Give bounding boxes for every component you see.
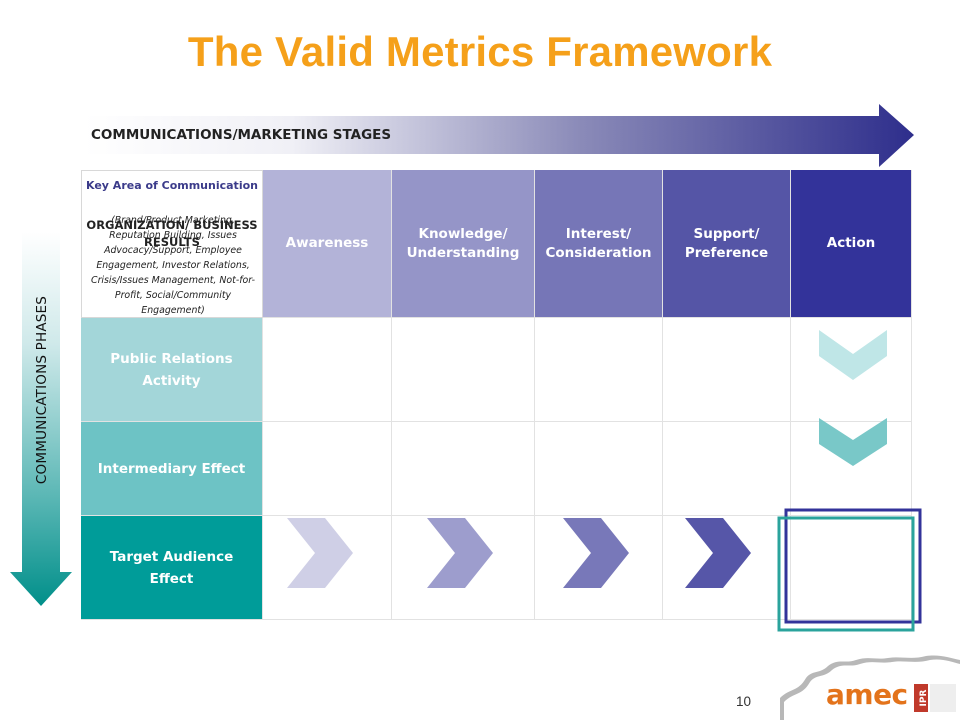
grid-cell xyxy=(263,318,392,422)
chevron-right-shape xyxy=(563,518,629,588)
grid-cell xyxy=(263,422,392,516)
phase-label: Target Audience Effect xyxy=(109,548,234,587)
organization-results-text: ORGANIZATION/ BUSINESS RESULTS xyxy=(86,218,258,249)
ipr-badge-text: IPR xyxy=(919,689,929,706)
phase-label: Intermediary Effect xyxy=(97,460,246,477)
chevron-down-shape xyxy=(819,418,887,466)
chevron-right-icon xyxy=(427,518,493,588)
stage-label: Interest/ Consideration xyxy=(545,225,652,261)
phase-row-pr-activity: Public Relations Activity xyxy=(81,318,263,422)
slide-title: The Valid Metrics Framework xyxy=(187,28,773,75)
grid-cell xyxy=(791,516,912,620)
chevron-down-icon xyxy=(819,330,887,380)
chevron-right-icon xyxy=(685,518,751,588)
grid-cell xyxy=(392,318,535,422)
key-area-cell: Key Area of Communication ORGANIZATION/ … xyxy=(81,170,263,318)
stage-label: Support/ Preference xyxy=(684,225,769,261)
grid-cell xyxy=(663,422,791,516)
grid-cell xyxy=(392,422,535,516)
grid-cell xyxy=(535,318,663,422)
result-box-inner xyxy=(777,516,915,632)
stage-label: Action xyxy=(826,235,876,251)
phase-row-intermediary: Intermediary Effect xyxy=(81,422,263,516)
phase-row-target-audience: Target Audience Effect xyxy=(81,516,263,620)
stage-header-action: Action xyxy=(791,170,912,318)
chevron-right-icon xyxy=(563,518,629,588)
result-box xyxy=(777,508,922,632)
framework-grid: Key Area of Communication ORGANIZATION/ … xyxy=(81,170,922,632)
chevron-down-shape xyxy=(819,330,887,380)
chevron-right-icon xyxy=(287,518,353,588)
stage-label: Knowledge/ Understanding xyxy=(406,225,520,261)
chevron-right-shape xyxy=(287,518,353,588)
grid-cell xyxy=(535,422,663,516)
communication-areas-list: (Brand/Product Marketing, Reputation Bui… xyxy=(91,215,255,316)
page-number: 10 xyxy=(736,694,752,709)
stage-header-support: Support/ Preference xyxy=(663,170,791,318)
grid-cell xyxy=(663,318,791,422)
phase-label: Public Relations Activity xyxy=(110,350,233,389)
stages-arrow xyxy=(84,104,914,167)
stage-header-knowledge: Knowledge/ Understanding xyxy=(392,170,535,318)
amec-logo-text: amec xyxy=(826,678,908,711)
chevron-down-icon xyxy=(819,418,887,466)
ipr-badge xyxy=(914,684,928,712)
key-area-heading: Key Area of Communication xyxy=(86,179,258,192)
amec-ipr-logo: IPR xyxy=(780,655,960,720)
stages-arrow-label: COMMUNICATIONS/MARKETING STAGES xyxy=(91,127,392,143)
phases-arrow xyxy=(10,232,72,606)
stage-header-awareness: Awareness xyxy=(263,170,392,318)
phases-arrow-label: COMMUNICATIONS PHASES xyxy=(34,295,50,485)
result-box-outer xyxy=(784,508,922,624)
chevron-right-shape xyxy=(427,518,493,588)
stage-header-interest: Interest/ Consideration xyxy=(535,170,663,318)
stage-label: Awareness xyxy=(285,235,369,251)
chevron-right-shape xyxy=(685,518,751,588)
grid-cell xyxy=(791,422,912,516)
